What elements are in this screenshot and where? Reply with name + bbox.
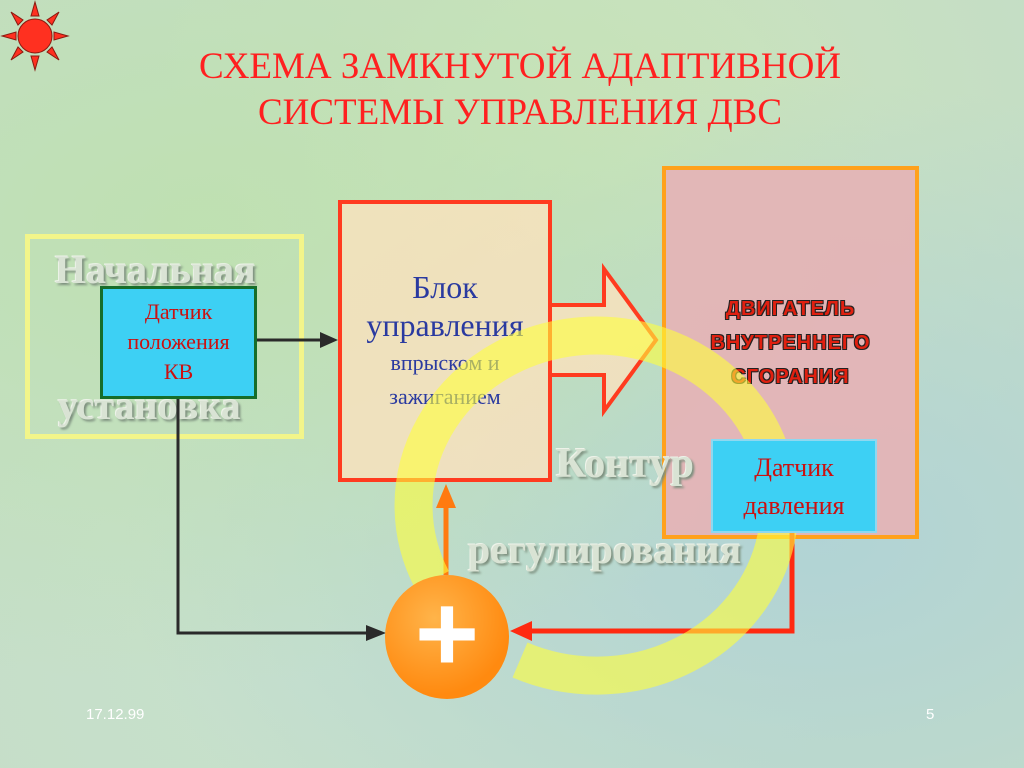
sun-icon bbox=[0, 0, 70, 72]
pressure-sensor-block: Датчик давления bbox=[711, 439, 877, 533]
connector-kv-to-summator bbox=[176, 399, 368, 635]
arrowhead-pressure-to-summator bbox=[510, 621, 532, 641]
summator-plus-node: + bbox=[385, 575, 509, 699]
engine-label-line-1: ДВИГАТЕЛЬ bbox=[725, 298, 856, 320]
title-line-2: СИСТЕМЫ УПРАВЛЕНИЯ ДВС bbox=[257, 92, 783, 133]
pressure-sensor-line-1: Датчик bbox=[754, 453, 834, 482]
initial-setup-label-top: Начальная bbox=[55, 247, 256, 292]
control-loop-label-top: Контур bbox=[556, 441, 694, 487]
sensor-kv-line-3: КВ bbox=[163, 359, 194, 384]
slide-title: СХЕМА ЗАМКНУТОЙ АДАПТИВНОЙ СИСТЕМЫ УПРАВ… bbox=[100, 44, 940, 136]
pressure-sensor-line-2: давления bbox=[743, 491, 845, 520]
sensor-kv-line-2: положения bbox=[127, 329, 230, 354]
control-block-line-1: Блок bbox=[412, 269, 478, 305]
feedback-loop-ring bbox=[394, 316, 799, 695]
engine-label-line-2: ВНУТРЕННЕГО bbox=[710, 332, 871, 354]
footer-page-number: 5 bbox=[926, 706, 935, 723]
initial-setup-label-bottom: установка bbox=[58, 383, 241, 428]
arrowhead-kv-to-control bbox=[320, 332, 338, 348]
title-line-1: СХЕМА ЗАМКНУТОЙ АДАПТИВНОЙ bbox=[198, 46, 842, 87]
initial-setup-frame bbox=[25, 234, 304, 439]
arrowhead-summator-to-control bbox=[436, 484, 456, 508]
engine-label-line-3: СГОРАНИЯ bbox=[731, 366, 850, 388]
footer-date: 17.12.99 bbox=[86, 706, 145, 723]
arrowhead-kv-to-summator bbox=[366, 625, 386, 641]
connector-pressure-to-summator bbox=[530, 533, 795, 634]
sensor-kv-line-1: Датчик bbox=[144, 299, 213, 324]
crankshaft-position-sensor-block: Датчик положения КВ bbox=[100, 286, 257, 399]
control-block-line-2: управления bbox=[366, 307, 524, 343]
control-loop-label-bottom: регулирования bbox=[468, 527, 742, 572]
